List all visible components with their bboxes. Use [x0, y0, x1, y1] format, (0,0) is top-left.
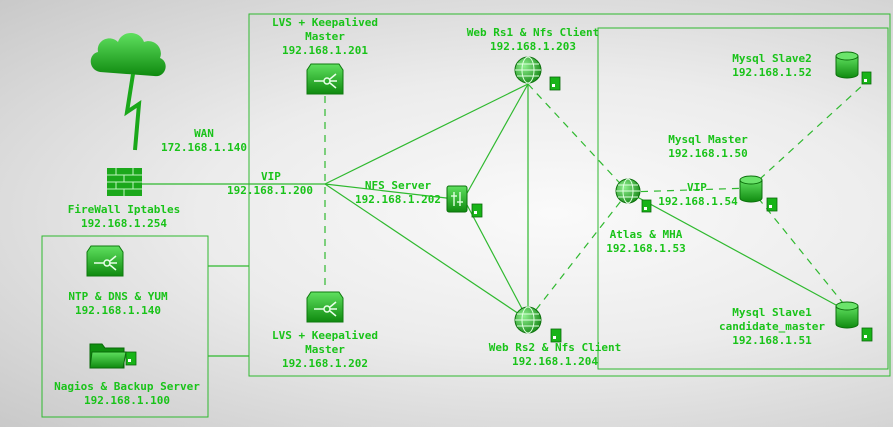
vip-lvs-title: VIP — [261, 170, 281, 183]
web-rs2-title: Web Rs2 & Nfs Client — [488, 341, 622, 354]
web-rs2-ip: 192.168.1.204 — [511, 355, 599, 368]
web-cluster-frame — [248, 13, 891, 377]
nfs-title: NFS Server — [364, 179, 432, 192]
status-tag-dots — [128, 79, 867, 362]
database-icon-mysql-master — [739, 175, 763, 203]
firewall-title: FireWall Iptables — [67, 203, 181, 216]
management-frame — [41, 235, 209, 418]
lvs-backup-ip: 192.168.1.202 — [281, 357, 369, 370]
status-tag-icons — [125, 71, 873, 366]
mysql-slave1-label: Mysql Slave1 candidate_master 192.168.1.… — [719, 306, 825, 348]
firewall-icon — [107, 168, 142, 196]
firewall-label: FireWall Iptables 192.168.1.254 — [68, 203, 181, 231]
vip-lvs-ip: 192.168.1.200 — [226, 184, 314, 197]
lvs-backup-label: LVS + Keepalived Master 192.168.1.202 — [272, 329, 378, 371]
atlas-label: Atlas & MHA 192.168.1.53 — [606, 228, 685, 256]
nfs-label: NFS Server 192.168.1.202 — [355, 179, 441, 207]
nfs-server-icon — [446, 185, 468, 213]
lvs-master-role: Master — [305, 30, 345, 43]
web-rs1-label: Web Rs1 & Nfs Client 192.168.1.203 — [467, 26, 599, 54]
lvs-backup-role: Master — [305, 343, 345, 356]
lightning-icon — [124, 73, 142, 151]
mysql-slave1-ip: 192.168.1.51 — [732, 334, 812, 347]
wan-label: WAN 172.168.1.140 — [161, 127, 247, 155]
lvs-master-ip: 192.168.1.201 — [281, 44, 369, 57]
ntp-ip: 192.168.1.140 — [74, 304, 162, 317]
web-rs1-title: Web Rs1 & Nfs Client — [466, 26, 600, 39]
ntp-label: NTP & DNS & YUM 192.168.1.140 — [68, 290, 167, 318]
vip-mysql-title: VIP — [687, 181, 707, 194]
nfs-ip: 192.168.1.202 — [354, 193, 442, 206]
globe-icon-atlas — [615, 178, 641, 204]
mysql-master-title: Mysql Master — [668, 133, 748, 146]
nagios-ip: 192.168.1.100 — [83, 394, 171, 407]
web-rs1-ip: 192.168.1.203 — [489, 40, 577, 53]
mysql-slave2-title: Mysql Slave2 — [732, 52, 812, 65]
solid-links — [142, 83, 837, 357]
mysql-slave2-label: Mysql Slave2 192.168.1.52 — [732, 52, 811, 80]
mysql-master-label: Mysql Master 192.168.1.50 — [668, 133, 747, 161]
router-icon-lvs-backup — [306, 291, 344, 323]
mysql-master-ip: 192.168.1.50 — [668, 147, 748, 160]
nagios-label: Nagios & Backup Server 192.168.1.100 — [54, 380, 200, 408]
router-icon-ntp — [86, 245, 124, 277]
lvs-master-label: LVS + Keepalived Master 192.168.1.201 — [272, 16, 378, 58]
wan-title: WAN — [194, 127, 214, 140]
globe-icon-web-rs2 — [514, 306, 542, 334]
atlas-title: Atlas & MHA — [609, 228, 683, 241]
globe-icon-web-rs1 — [514, 56, 542, 84]
database-icon-mysql-slave1 — [835, 301, 859, 329]
lvs-backup-title: LVS + Keepalived — [272, 329, 378, 342]
mysql-slave1-role: candidate_master — [719, 320, 825, 333]
ntp-title: NTP & DNS & YUM — [68, 290, 168, 303]
mysql-slave2-ip: 192.168.1.52 — [732, 66, 812, 79]
vip-mysql-ip: 192.168.1.54 — [658, 195, 738, 208]
router-icon-lvs-master — [306, 63, 344, 95]
wan-ip: 172.168.1.140 — [160, 141, 248, 154]
mysql-cluster-frame — [597, 27, 889, 370]
firewall-ip: 192.168.1.254 — [80, 217, 168, 230]
database-icon-mysql-slave2 — [835, 51, 859, 79]
atlas-ip: 192.168.1.53 — [606, 242, 686, 255]
dashed-links — [324, 83, 865, 321]
web-rs2-label: Web Rs2 & Nfs Client 192.168.1.204 — [489, 341, 621, 369]
cloud-icon — [90, 33, 166, 77]
folder-icon — [89, 343, 127, 369]
lvs-master-title: LVS + Keepalived — [272, 16, 378, 29]
mysql-slave1-title: Mysql Slave1 — [732, 306, 812, 319]
nagios-title: Nagios & Backup Server — [54, 380, 200, 393]
